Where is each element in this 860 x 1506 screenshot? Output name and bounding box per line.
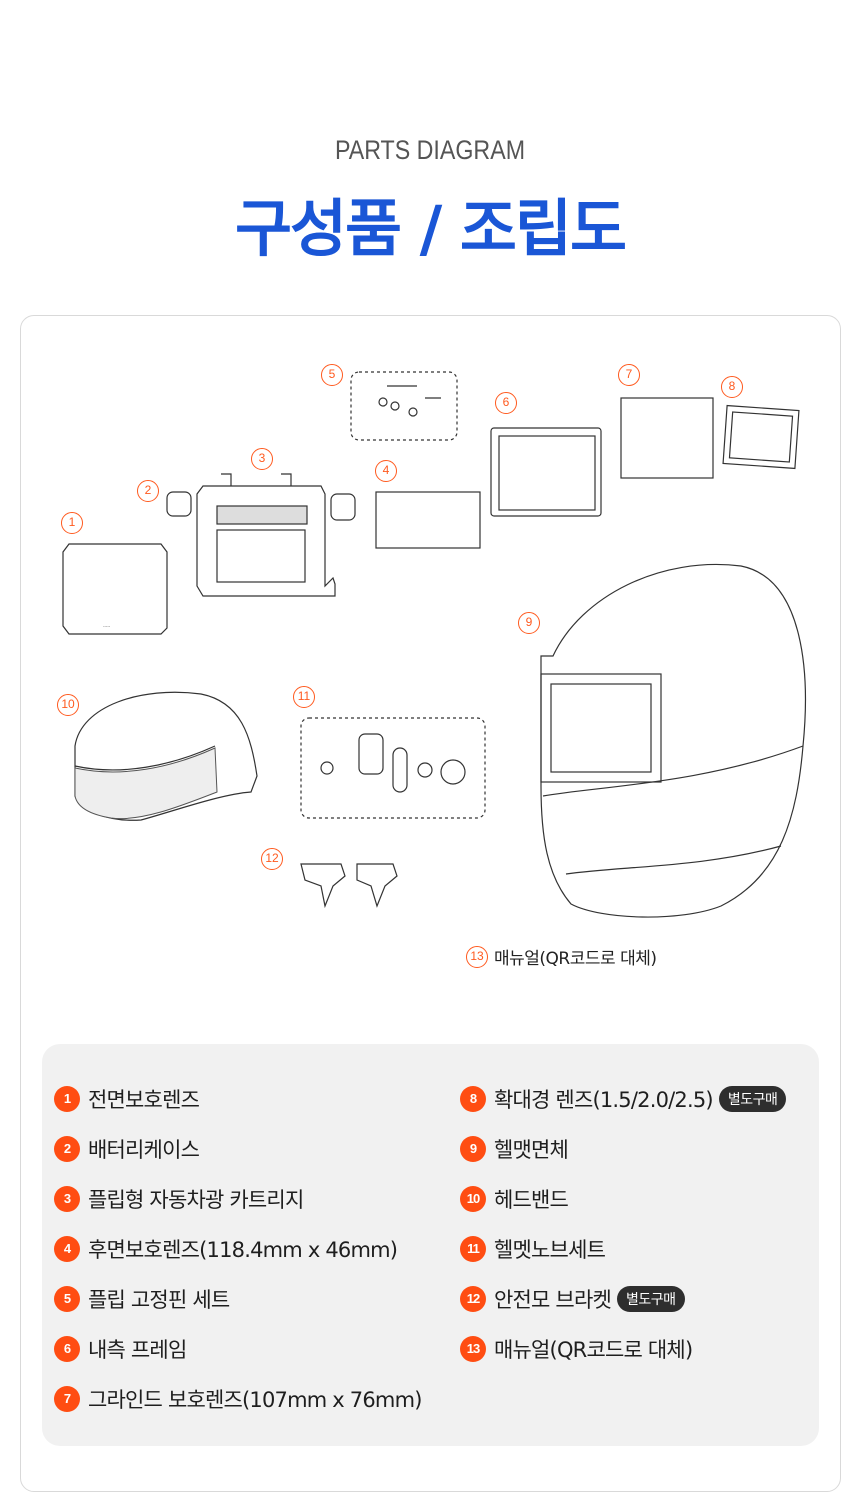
part-number-badge: 10 bbox=[460, 1186, 486, 1212]
part-label: 내측 프레임 bbox=[88, 1338, 187, 1362]
headband-shape bbox=[74, 691, 258, 821]
part-item: 2 배터리케이스 bbox=[54, 1124, 422, 1174]
part-item: 10 헤드밴드 bbox=[460, 1174, 786, 1224]
callout-10: 10 bbox=[57, 694, 79, 716]
helmet-knob-set-box bbox=[300, 717, 486, 819]
callout-1: 1 bbox=[61, 512, 83, 534]
part-number-badge: 2 bbox=[54, 1136, 80, 1162]
separate-purchase-badge: 별도구매 bbox=[617, 1286, 685, 1312]
section-subtitle: PARTS DIAGRAM bbox=[334, 135, 526, 165]
callout-12: 12 bbox=[261, 848, 283, 870]
part-number-badge: 1 bbox=[54, 1086, 80, 1112]
front-lens-shape bbox=[62, 543, 168, 635]
manual-note: 13 매뉴얼(QR코드로 대체) bbox=[466, 944, 657, 969]
part-label: 플립 고정핀 세트 bbox=[88, 1288, 230, 1312]
part-item: 5 플립 고정핀 세트 bbox=[54, 1274, 422, 1324]
manual-note-text: 매뉴얼(QR코드로 대체) bbox=[494, 949, 657, 969]
part-label: 그라인드 보호렌즈(107mm x 76mm) bbox=[88, 1388, 422, 1412]
part-number-badge: 7 bbox=[54, 1386, 80, 1412]
callout-13: 13 bbox=[466, 945, 488, 968]
page-header: PARTS DIAGRAM 구성품 / 조립도 bbox=[0, 0, 860, 300]
part-number-badge: 13 bbox=[460, 1336, 486, 1362]
part-number-badge: 11 bbox=[460, 1236, 486, 1262]
part-label: 안전모 브라켓 bbox=[494, 1288, 612, 1312]
part-number-badge: 12 bbox=[460, 1286, 486, 1312]
part-label: 헤드밴드 bbox=[494, 1188, 569, 1212]
parts-list-left: 1 전면보호렌즈 2 배터리케이스 3 플립형 자동차광 카트리지 4 후면보호렌즈(1… bbox=[54, 1074, 422, 1424]
part-item: 4 후면보호렌즈(118.4mm x 46mm) bbox=[54, 1224, 422, 1274]
part-number-badge: 3 bbox=[54, 1186, 80, 1212]
battery-case-right-shape bbox=[330, 493, 356, 521]
grind-lens-shape bbox=[620, 397, 714, 479]
part-item: 1 전면보호렌즈 bbox=[54, 1074, 422, 1124]
part-label: 플립형 자동차광 카트리지 bbox=[88, 1188, 304, 1212]
callout-4: 4 bbox=[375, 460, 397, 482]
parts-diagram-drawing: ----- bbox=[62, 371, 806, 918]
part-label: 매뉴얼(QR코드로 대체) bbox=[494, 1338, 693, 1362]
part-item: 9 헬맷면체 bbox=[460, 1124, 786, 1174]
svg-text:-----: ----- bbox=[103, 624, 111, 629]
part-label: 확대경 렌즈(1.5/2.0/2.5) bbox=[494, 1088, 714, 1112]
part-item: 3 플립형 자동차광 카트리지 bbox=[54, 1174, 422, 1224]
part-label: 헬멧노브세트 bbox=[494, 1238, 606, 1262]
part-item: 13 매뉴얼(QR코드로 대체) bbox=[460, 1324, 786, 1374]
battery-case-left-shape bbox=[166, 491, 192, 517]
part-label: 배터리케이스 bbox=[88, 1138, 200, 1162]
part-number-badge: 4 bbox=[54, 1236, 80, 1262]
helmet-shell-shape bbox=[540, 563, 806, 918]
rear-lens-shape bbox=[375, 491, 481, 549]
callout-5: 5 bbox=[321, 364, 343, 386]
flip-pin-set-box bbox=[350, 371, 458, 441]
magnifier-lens-shape bbox=[722, 404, 800, 470]
part-number-badge: 5 bbox=[54, 1286, 80, 1312]
part-item: 8 확대경 렌즈(1.5/2.0/2.5)별도구매 bbox=[460, 1074, 787, 1124]
part-label: 전면보호렌즈 bbox=[88, 1088, 200, 1112]
parts-card: ----- bbox=[20, 315, 841, 1492]
callout-9: 9 bbox=[518, 612, 540, 634]
callout-2: 2 bbox=[137, 480, 159, 502]
section-title: 구성품 / 조립도 bbox=[234, 192, 627, 265]
part-item: 7 그라인드 보호렌즈(107mm x 76mm) bbox=[54, 1374, 422, 1424]
inner-frame-shape bbox=[490, 427, 602, 517]
part-item: 6 내측 프레임 bbox=[54, 1324, 422, 1374]
part-number-badge: 6 bbox=[54, 1336, 80, 1362]
callout-8: 8 bbox=[721, 376, 743, 398]
safety-cap-bracket-shape bbox=[300, 863, 398, 909]
part-number-badge: 9 bbox=[460, 1136, 486, 1162]
part-number-badge: 8 bbox=[460, 1086, 486, 1112]
cartridge-shape bbox=[196, 485, 336, 597]
part-label: 헬맷면체 bbox=[494, 1138, 569, 1162]
part-label: 후면보호렌즈(118.4mm x 46mm) bbox=[88, 1238, 398, 1262]
separate-purchase-badge: 별도구매 bbox=[718, 1086, 787, 1112]
callout-11: 11 bbox=[293, 686, 315, 708]
parts-diagram: ----- bbox=[21, 316, 840, 1016]
callout-7: 7 bbox=[618, 364, 640, 386]
callout-3: 3 bbox=[251, 448, 273, 470]
part-item: 11 헬멧노브세트 bbox=[460, 1224, 786, 1274]
parts-list-panel: 1 전면보호렌즈 2 배터리케이스 3 플립형 자동차광 카트리지 4 후면보호렌즈(1… bbox=[42, 1044, 819, 1446]
callout-6: 6 bbox=[495, 392, 517, 414]
